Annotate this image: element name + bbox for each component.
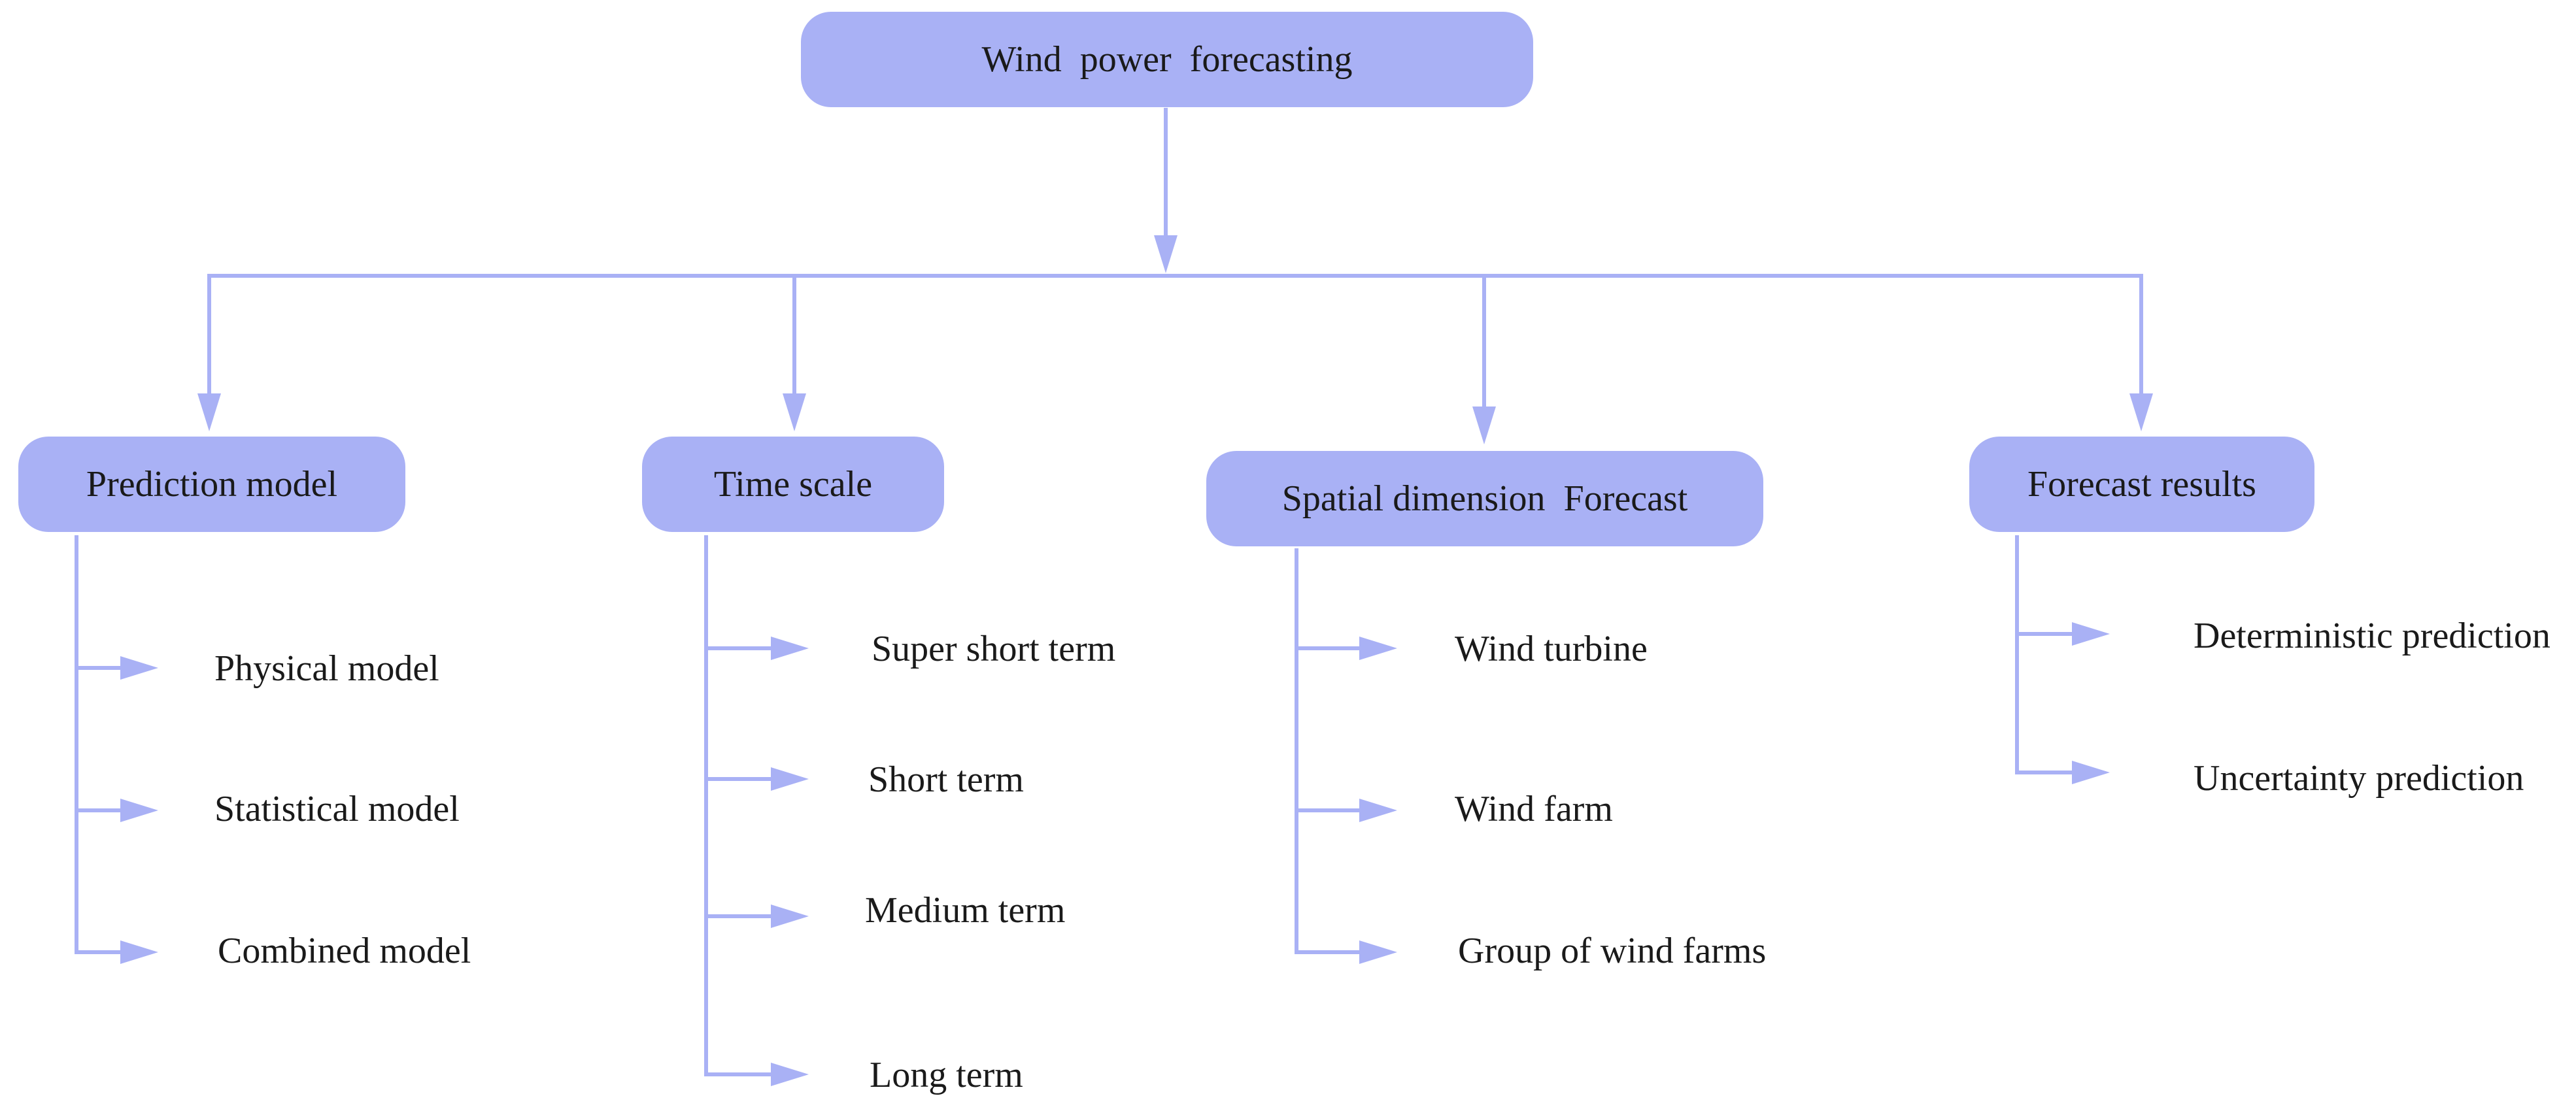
category-node-forecast-results: Forecast results — [1969, 437, 2314, 532]
time-scale-branch-arrow-3 — [771, 1063, 809, 1086]
spatial-dimension-branch-arrow-2 — [1359, 940, 1397, 964]
item-wind-farm: Wind farm — [1455, 789, 1613, 829]
item-wind-turbine: Wind turbine — [1455, 629, 1648, 669]
spatial-dimension-branch-arrow-0 — [1359, 637, 1397, 660]
item-combined-model: Combined model — [218, 931, 471, 971]
item-group-of-wind-farms: Group of wind farms — [1458, 931, 1767, 971]
forecast-results-branch-arrow-1 — [2072, 761, 2110, 784]
category-node-prediction-model: Prediction model — [18, 437, 405, 532]
category-node-spatial-dimension: Spatial dimension Forecast — [1206, 451, 1763, 546]
spatial-dimension-branch-arrow-1 — [1359, 799, 1397, 822]
time-scale-branch-arrow-0 — [771, 637, 809, 660]
root-stem-arrow — [1154, 235, 1178, 273]
drop-prediction-model-arrow — [197, 393, 221, 431]
item-short-term: Short term — [868, 759, 1024, 800]
category-node-time-scale: Time scale — [642, 437, 944, 532]
prediction-model-branch-arrow-0 — [120, 656, 158, 680]
time-scale-branch-arrow-2 — [771, 904, 809, 928]
root-node: Wind power forecasting — [801, 12, 1533, 107]
time-scale-branch-arrow-1 — [771, 767, 809, 791]
item-uncertainty-prediction: Uncertainty prediction — [2194, 758, 2524, 799]
prediction-model-branch-arrow-2 — [120, 940, 158, 964]
item-super-short-term: Super short term — [872, 629, 1116, 669]
prediction-model-branch-arrow-1 — [120, 799, 158, 822]
item-physical-model: Physical model — [214, 648, 439, 689]
drop-time-scale-arrow — [783, 393, 806, 431]
drop-forecast-results-arrow — [2129, 393, 2153, 431]
item-long-term: Long term — [870, 1055, 1023, 1095]
item-medium-term: Medium term — [865, 890, 1066, 931]
forecast-results-branch-arrow-0 — [2072, 622, 2110, 646]
item-deterministic-prediction: Deterministic prediction — [2194, 616, 2551, 656]
item-statistical-model: Statistical model — [214, 789, 460, 829]
drop-spatial-dimension-arrow — [1472, 406, 1496, 444]
